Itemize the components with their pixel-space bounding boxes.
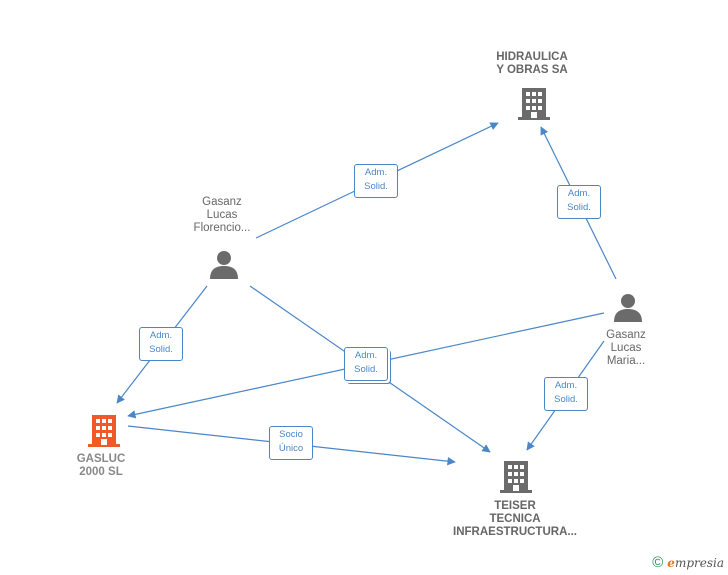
edge-label-florencio-hidraulica[interactable]: Adm. Solid. [354,164,398,198]
edge-label-gasluc-teiser[interactable]: Socio Único [269,426,313,460]
node-label-teiser[interactable]: TEISER TECNICA INFRAESTRUCTURA... [453,500,577,538]
brand-logo: empresia [667,556,724,570]
brand-name: mpresia [674,555,724,570]
edge-label-florencio-teiser[interactable]: Adm. Solid. [344,347,388,381]
person-icon[interactable] [612,292,644,322]
node-label-gasanz-maria[interactable]: Gasanz Lucas Maria... [606,329,646,367]
node-label-gasluc[interactable]: GASLUC 2000 SL [76,453,126,478]
node-label-hidraulica[interactable]: HIDRAULICA Y OBRAS SA [496,51,568,76]
edge-label-florencio-gasluc[interactable]: Adm. Solid. [139,327,183,361]
building-icon-main[interactable] [88,413,120,447]
copyright-icon: © [652,554,664,571]
edge-label-maria-hidraulica[interactable]: Adm. Solid. [557,185,601,219]
footer-brand: © empresia [652,554,724,571]
building-icon[interactable] [518,86,550,120]
node-label-gasanz-florencio[interactable]: Gasanz Lucas Florencio... [193,196,251,234]
building-icon[interactable] [500,459,532,493]
brand-initial: e [667,555,675,570]
person-icon[interactable] [208,249,240,279]
edge-label-maria-teiser[interactable]: Adm. Solid. [544,377,588,411]
